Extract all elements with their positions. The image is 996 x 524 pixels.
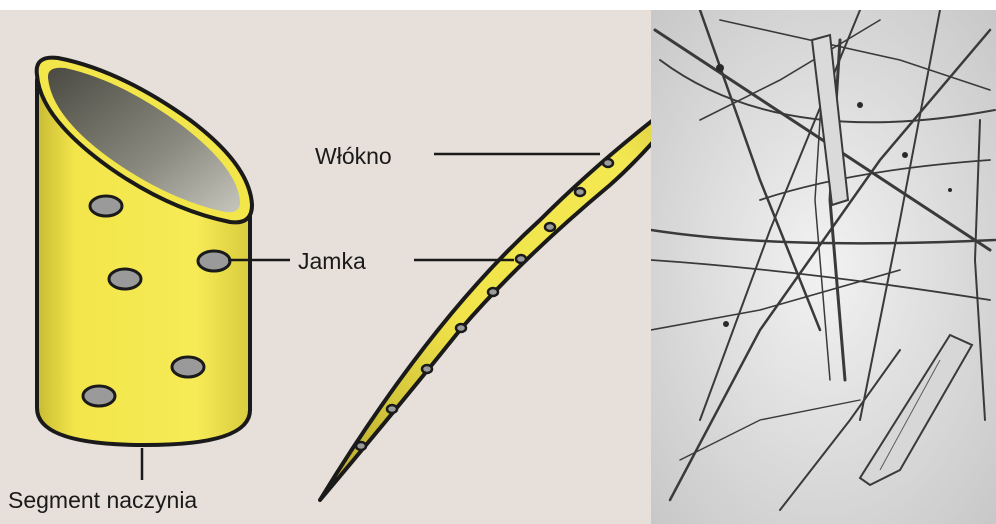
fiber-label: Włókno	[315, 143, 392, 169]
pit-shape	[488, 288, 498, 296]
pit-shape	[575, 188, 585, 196]
pit-shape	[83, 386, 115, 406]
pit-shape	[109, 269, 141, 289]
pit-shape	[422, 365, 432, 373]
pit-shape	[172, 357, 204, 377]
pit-shape	[545, 223, 555, 231]
pit-shape	[90, 196, 122, 216]
pit-shape	[516, 255, 526, 263]
pit-shape	[198, 251, 230, 271]
micrograph-photo	[651, 10, 996, 524]
vessel-segment-label: Segment naczynia	[8, 487, 197, 513]
pit-label: Jamka	[298, 248, 366, 274]
pit-shape	[603, 159, 613, 167]
pit-shape	[356, 442, 366, 450]
pit-shape	[456, 324, 466, 332]
pit-shape	[387, 405, 397, 413]
